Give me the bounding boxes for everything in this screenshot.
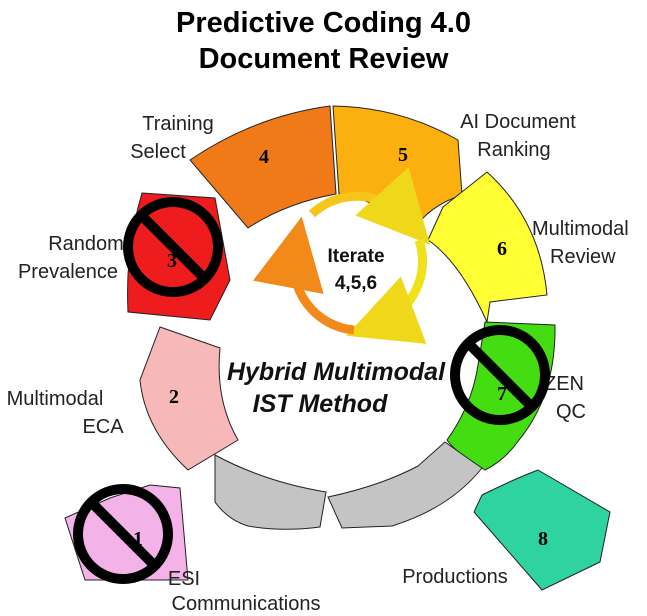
prohibited-icon-step-3 (123, 197, 223, 297)
method-title-line1: Hybrid Multimodal (227, 358, 446, 386)
prohibited-icon-step-1 (73, 484, 173, 584)
step-3-label-line2: Prevalence (18, 261, 118, 283)
step-4-number: 4 (259, 146, 269, 168)
step-4-segment (189, 105, 337, 229)
step-2-label-line1: Multimodal (7, 388, 104, 410)
step-8-number: 8 (538, 528, 548, 550)
step-6-number: 6 (497, 238, 507, 260)
step-7-label-line2: QC (556, 401, 586, 423)
step-8-label: Productions (402, 566, 508, 588)
step-7-number: 7 (497, 383, 507, 405)
iterate-arrow-top (308, 167, 431, 245)
step-5-number: 5 (398, 144, 408, 166)
step-2-segment (139, 326, 239, 471)
unnumbered-segment-left (214, 454, 327, 530)
iterate-arrow-right (346, 238, 428, 344)
step-5-label-line1: AI Document (460, 111, 576, 133)
step-1-number: 1 (133, 528, 143, 550)
diagram-title-line2: Document Review (198, 43, 449, 75)
step-6-label-line1: Multimodal (532, 218, 629, 240)
iterate-title: Iterate (327, 246, 384, 267)
step-1-label-line1: ESI (168, 568, 200, 590)
step-2-number: 2 (169, 386, 179, 408)
step-1-label-line2: Communications (172, 593, 321, 615)
step-4-label-line2: Select (130, 141, 186, 163)
iterate-steps: 4,5,6 (335, 273, 377, 294)
step-2-label-line2: ECA (82, 416, 124, 438)
step-8-segment (473, 469, 611, 591)
step-4-label-line1: Training (142, 113, 214, 135)
unnumbered-segment-right (327, 441, 483, 529)
prohibited-icon-step-7 (450, 325, 550, 425)
step-6-label-line2: Review (550, 246, 616, 268)
step-3-label-line1: Random (48, 233, 124, 255)
step-3-number: 3 (167, 250, 177, 272)
step-5-label-line2: Ranking (477, 139, 550, 161)
step-7-label-line1: ZEN (544, 373, 584, 395)
method-title-line2: IST Method (253, 390, 388, 418)
diagram-title-line1: Predictive Coding 4.0 (176, 7, 471, 39)
step-6-segment (427, 171, 548, 324)
iterate-arrow-left (252, 216, 355, 335)
